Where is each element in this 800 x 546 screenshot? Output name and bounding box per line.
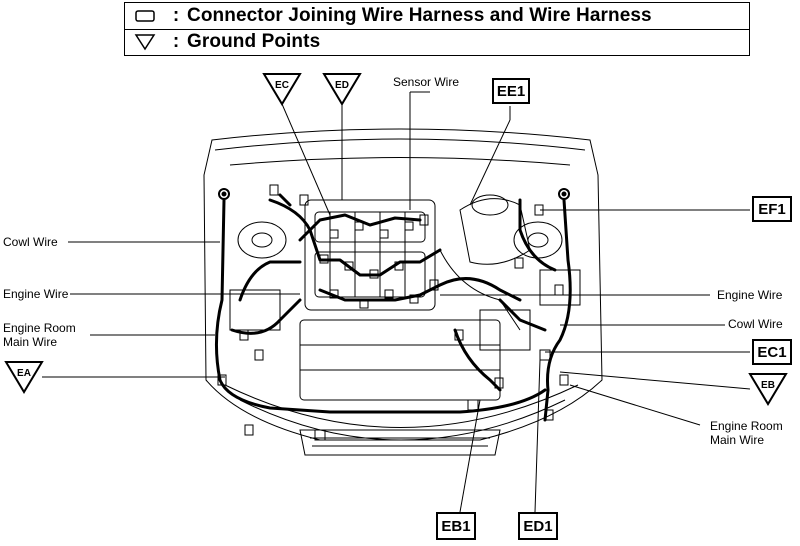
cowl-wire-right-label: Cowl Wire [728, 317, 783, 331]
legend-connector-text: Connector Joining Wire Harness and Wire … [187, 5, 652, 26]
sensor-wire-label: Sensor Wire [393, 75, 460, 89]
connector-eb1-box: EB1 [436, 512, 476, 540]
legend-colon: : [172, 5, 180, 26]
connector-symbol-icon [125, 9, 165, 23]
connector-ed1-box: ED1 [518, 512, 558, 540]
legend-ground-text: Ground Points [187, 31, 321, 52]
engine-wire-left-label: Engine Wire [3, 287, 69, 301]
legend-colon: : [172, 31, 180, 52]
engine-room-main-right-label-1: Engine Room [710, 419, 783, 433]
ground-ea-triangle [4, 361, 44, 394]
engine-room-main-left-label-2: Main Wire [3, 335, 58, 349]
ground-ed-triangle [322, 73, 362, 106]
ground-ed-label: ED [335, 80, 349, 91]
ground-ea-label: EA [17, 368, 31, 379]
ground-ec-label: EC [275, 80, 289, 91]
legend-ground-row: : Ground Points [125, 29, 749, 55]
legend-connector-row: : Connector Joining Wire Harness and Wir… [125, 3, 749, 30]
cowl-wire-left-label: Cowl Wire [3, 235, 58, 249]
ground-eb-label: EB [761, 380, 775, 391]
ground-symbol-icon [125, 33, 165, 51]
connector-ee1-box: EE1 [492, 78, 530, 104]
engine-wire-right-label: Engine Wire [717, 288, 783, 302]
engine-room-main-right-label-2: Main Wire [710, 433, 765, 447]
ground-eb-triangle [748, 373, 788, 406]
connector-ec1-box: EC1 [752, 339, 792, 365]
engine-room-main-left-label-1: Engine Room [3, 321, 76, 335]
legend: : Connector Joining Wire Harness and Wir… [124, 2, 750, 56]
connector-ef1-box: EF1 [752, 196, 792, 222]
ground-ec-triangle [262, 73, 302, 106]
